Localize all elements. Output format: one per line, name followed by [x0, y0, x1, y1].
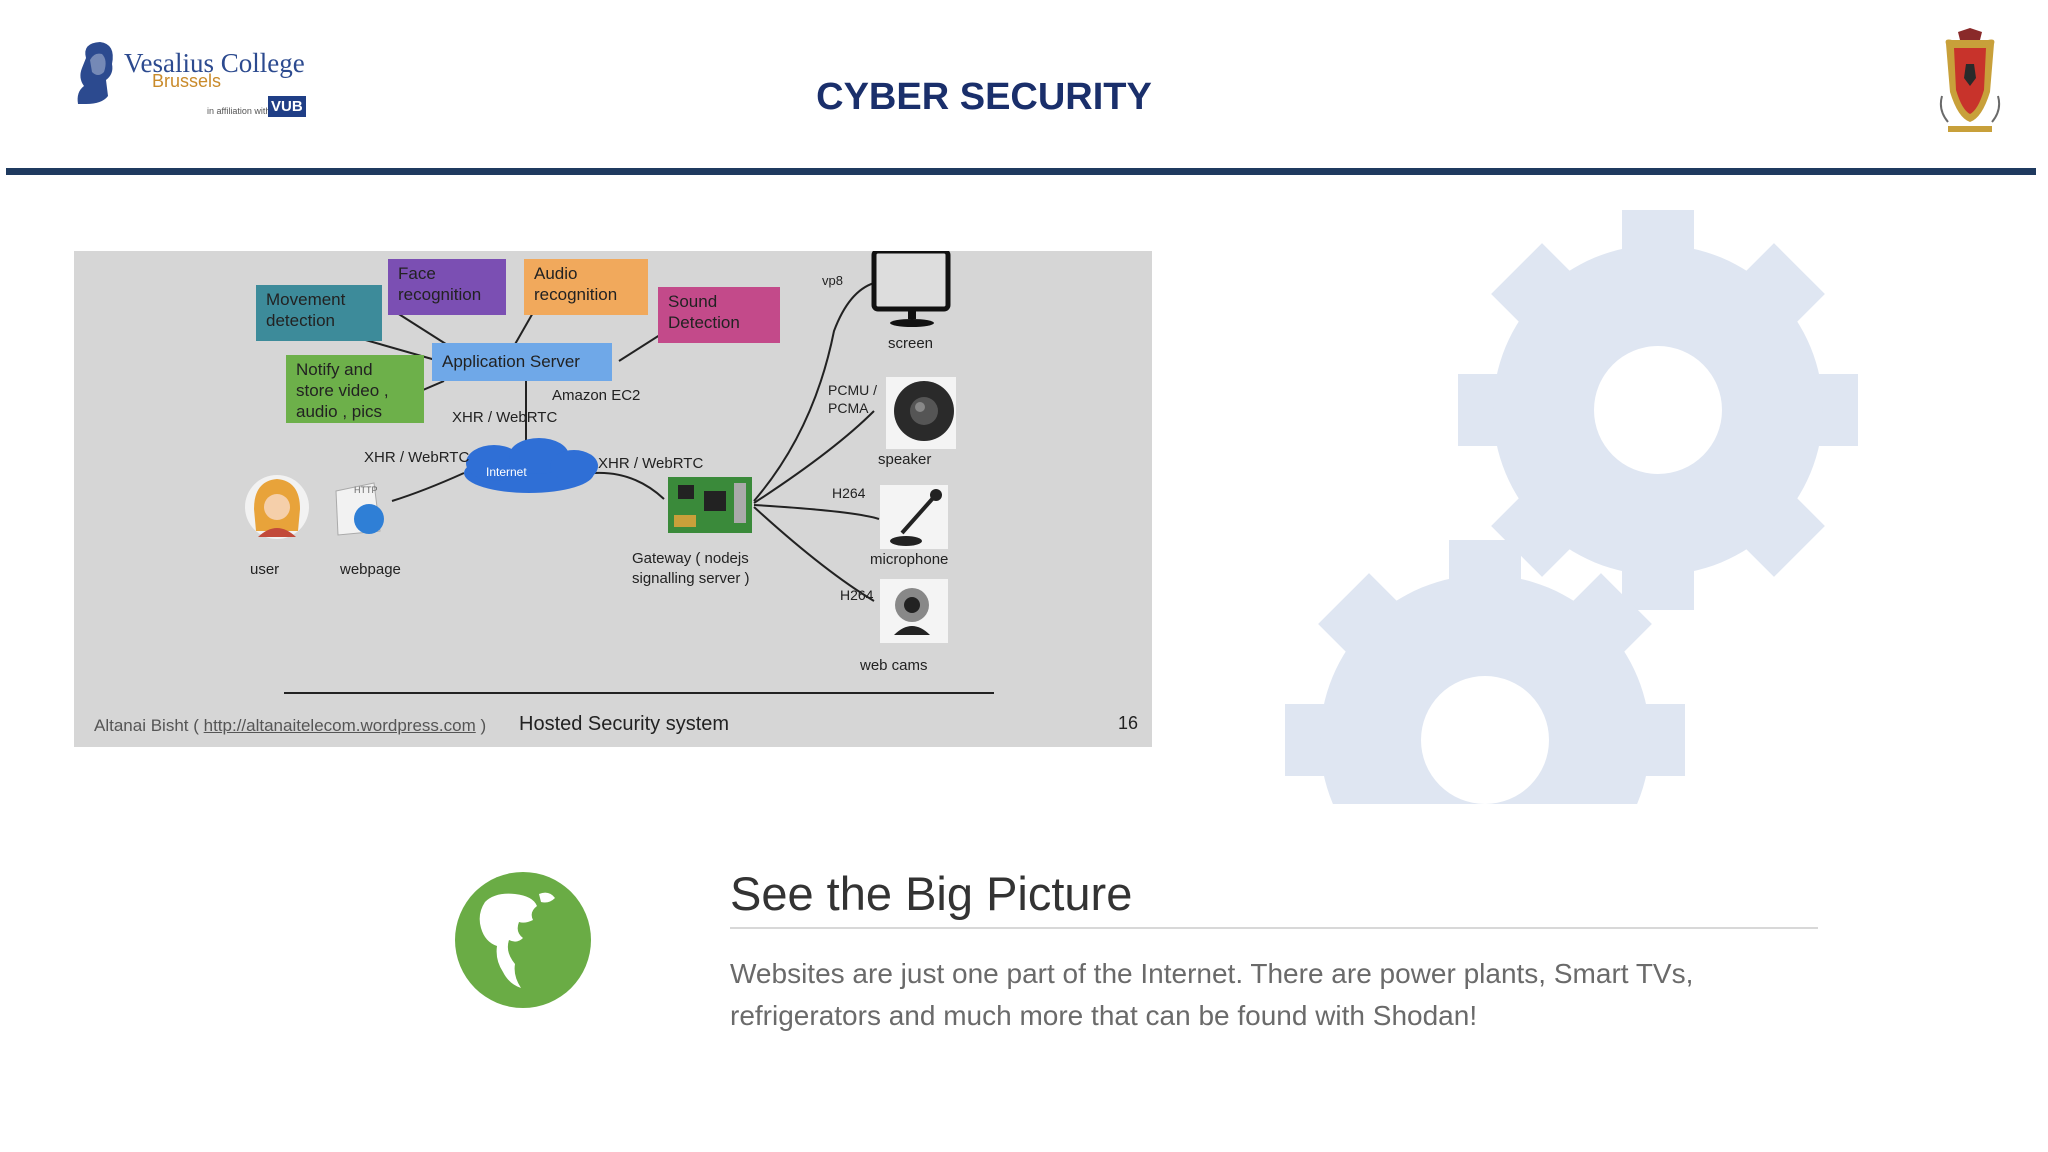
- source-link[interactable]: http://altanaitelecom.wordpress.com: [203, 716, 476, 735]
- globe-icon: [455, 872, 591, 1008]
- h264-label-b: H264: [840, 587, 874, 603]
- diagram-connections: HTTP: [245, 251, 994, 694]
- pcmu-pcma-label: PCMU / PCMA: [828, 382, 877, 416]
- microphone-icon: [880, 485, 948, 549]
- webcam-icon: [880, 579, 948, 643]
- screen-label: screen: [888, 335, 934, 352]
- vesalius-portrait-icon: [77, 42, 113, 104]
- webpage-label: webpage: [340, 561, 401, 578]
- logo-city: Brussels: [152, 71, 222, 91]
- user-label: user: [250, 561, 280, 578]
- h264-label-a: H264: [832, 485, 866, 501]
- vub-logo: VUB: [268, 96, 306, 117]
- application-server-box: Application Server: [432, 343, 612, 381]
- big-picture-text: Websites are just one part of the Intern…: [730, 958, 1694, 1031]
- screen-icon: [871, 251, 951, 327]
- diagram-caption: Hosted Security system: [519, 713, 730, 735]
- amazon-ec2-label: Amazon EC2: [552, 387, 641, 404]
- header-divider: [6, 168, 2036, 175]
- diagram-page-number: 16: [1118, 713, 1139, 733]
- speaker-icon: [886, 377, 956, 449]
- user-avatar-icon: [245, 475, 309, 539]
- gears-icon: [1240, 210, 1880, 810]
- big-picture-title: See the Big Picture: [730, 867, 1133, 920]
- webcams-label: web cams: [860, 657, 928, 674]
- svg-text:HTTP: HTTP: [354, 485, 378, 495]
- internet-cloud-icon: [464, 438, 598, 493]
- gateway-label: Gateway ( nodejs signalling server ): [632, 550, 750, 587]
- logo-affiliation: in affiliation with: [207, 106, 271, 116]
- xhr-webrtc-right-label: XHR / WebRTC: [598, 455, 704, 472]
- big-picture-divider: [730, 927, 1818, 929]
- hosted-security-diagram: HTTP: [74, 251, 1152, 747]
- audio-recognition-box: Audio recognition: [524, 259, 648, 315]
- vesalius-logo: Vesalius College Brussels in affiliation…: [72, 38, 312, 130]
- diagram-source: Altanai Bisht ( http://altanaitelecom.wo…: [94, 716, 487, 735]
- vp8-label: vp8: [822, 273, 843, 288]
- logo-name: Vesalius College: [124, 48, 305, 78]
- internet-label: Internet: [486, 465, 527, 479]
- page-title: CYBER SECURITY: [816, 76, 1152, 118]
- xhr-webrtc-top-label: XHR / WebRTC: [452, 409, 558, 426]
- sound-detection-box: Sound Detection: [658, 287, 780, 343]
- microphone-label: microphone: [870, 551, 949, 568]
- notify-store-box: Notify and store video , audio , pics: [286, 355, 424, 423]
- webpage-icon: HTTP: [335, 482, 384, 536]
- speaker-label: speaker: [878, 451, 932, 468]
- face-recognition-box: Face recognition: [388, 259, 506, 315]
- movement-detection-box: Movement detection: [256, 285, 382, 341]
- xhr-webrtc-left-label: XHR / WebRTC: [364, 449, 470, 466]
- raspberry-pi-board-icon: [668, 477, 752, 533]
- crest-icon: [1939, 28, 2001, 132]
